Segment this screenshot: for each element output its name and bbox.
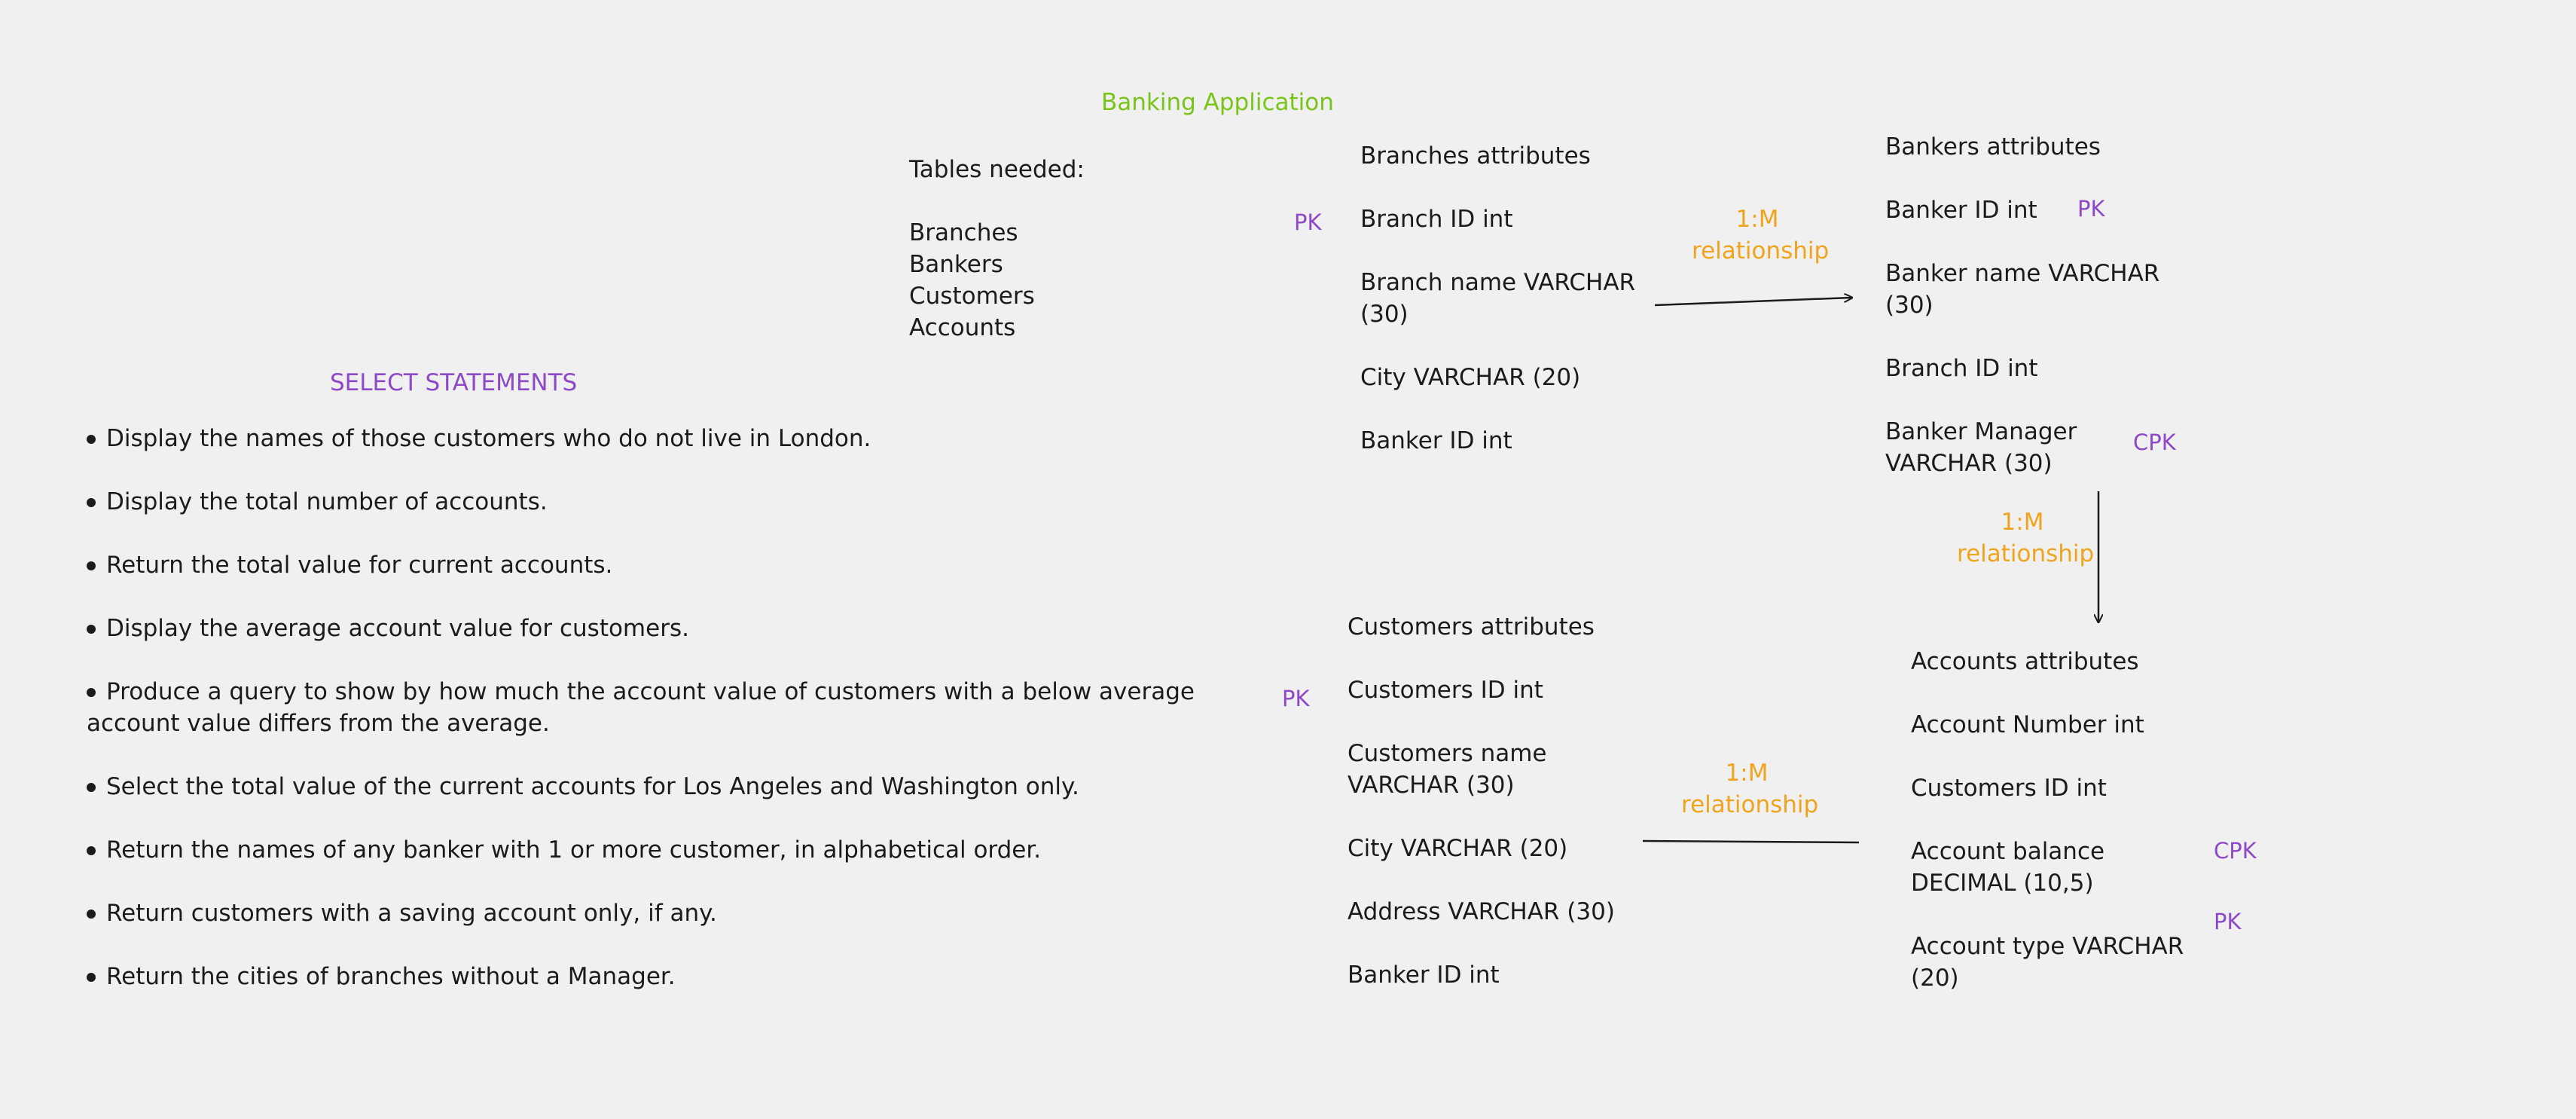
customers-attr-name: Customers name — [1348, 740, 1547, 767]
customers-attr-address: Address VARCHAR (30) — [1348, 898, 1615, 925]
relationship-word: relationship — [1692, 237, 1830, 264]
list-item: Select the total value of the current ac… — [87, 771, 1195, 803]
arrow-branches-to-bankers — [1654, 298, 1851, 307]
branches-pk-tag: PK — [1294, 209, 1322, 235]
relationship-ratio: 1:M — [1725, 760, 1769, 787]
bankers-attr-banker-name-len: (30) — [1885, 292, 1934, 319]
relationship-label-customers-accounts: 1:M relationship — [1681, 757, 1819, 821]
relationship-word: relationship — [1681, 791, 1819, 818]
customers-attr-name-type: VARCHAR (30) — [1348, 772, 1515, 799]
customers-heading: Customers attributes — [1348, 613, 1595, 641]
bankers-attr-banker-name: Banker name VARCHAR — [1885, 260, 2160, 287]
bankers-attr-manager: Banker Manager — [1885, 418, 2077, 445]
bankers-attr-branch-id: Branch ID int — [1885, 355, 2038, 382]
bankers-pk-tag: PK — [2077, 196, 2105, 222]
accounts-attr-type: Account type VARCHAR — [1911, 933, 2184, 960]
page-title: Banking Application — [1101, 89, 1334, 116]
table-item-accounts: Accounts — [909, 314, 1016, 341]
tables-needed-heading: Tables needed: — [909, 156, 1085, 183]
list-item: Produce a query to show by how much the … — [87, 676, 1195, 739]
branches-attr-city: City VARCHAR (20) — [1360, 364, 1581, 391]
branches-attr-banker-id: Banker ID int — [1360, 427, 1512, 454]
customers-attr-customer-id: Customers ID int — [1348, 677, 1543, 704]
table-item-bankers: Bankers — [909, 251, 1003, 278]
branches-attr-branch-name-len: (30) — [1360, 301, 1409, 328]
list-item: Return the names of any banker with 1 or… — [87, 834, 1195, 866]
table-item-branches: Branches — [909, 219, 1018, 246]
bankers-attr-manager-type: VARCHAR (30) — [1885, 450, 2053, 477]
list-item: Display the total number of accounts. — [87, 486, 1195, 518]
branches-attr-branch-name: Branch name VARCHAR — [1360, 269, 1636, 296]
list-item: Return the cities of branches without a … — [87, 961, 1195, 992]
branches-attr-branch-id: Branch ID int — [1360, 206, 1513, 233]
list-item: Display the names of those customers who… — [87, 423, 1195, 454]
relationship-ratio: 1:M — [1735, 206, 1779, 233]
customers-pk-tag: PK — [1282, 686, 1310, 711]
select-statements-heading: SELECT STATEMENTS — [330, 369, 578, 396]
accounts-attr-type-len: (20) — [1911, 965, 1959, 992]
list-item: Return the total value for current accou… — [87, 549, 1195, 581]
accounts-attr-account-number: Account Number int — [1911, 711, 2144, 738]
select-statements-list: Display the names of those customers who… — [87, 423, 1195, 992]
customers-attr-city: City VARCHAR (20) — [1348, 835, 1568, 862]
accounts-attr-balance-type: DECIMAL (10,5) — [1911, 870, 2094, 897]
accounts-attr-customer-id: Customers ID int — [1911, 775, 2107, 802]
accounts-heading: Accounts attributes — [1911, 648, 2139, 675]
bankers-cpk-tag: CPK — [2133, 430, 2176, 455]
accounts-cpk-tag: CPK — [2214, 838, 2257, 864]
accounts-pk-tag: PK — [2214, 909, 2242, 934]
branches-heading: Branches attributes — [1360, 142, 1591, 170]
accounts-attr-balance: Account balance — [1911, 838, 2105, 865]
relationship-word: relationship — [1957, 540, 2095, 567]
bankers-attr-banker-id: Banker ID int — [1885, 197, 2037, 224]
relationship-label-branches-bankers: 1:M relationship — [1692, 203, 1830, 267]
bankers-heading: Bankers attributes — [1885, 133, 2101, 161]
customers-attr-banker-id: Banker ID int — [1348, 962, 1500, 989]
relationship-ratio: 1:M — [2001, 509, 2044, 536]
list-item: Display the average account value for cu… — [87, 613, 1195, 644]
table-item-customers: Customers — [909, 283, 1035, 310]
line-customers-to-accounts — [1642, 839, 1860, 844]
list-item: Return customers with a saving account o… — [87, 897, 1195, 929]
relationship-label-bankers-accounts: 1:M relationship — [1957, 506, 2095, 570]
